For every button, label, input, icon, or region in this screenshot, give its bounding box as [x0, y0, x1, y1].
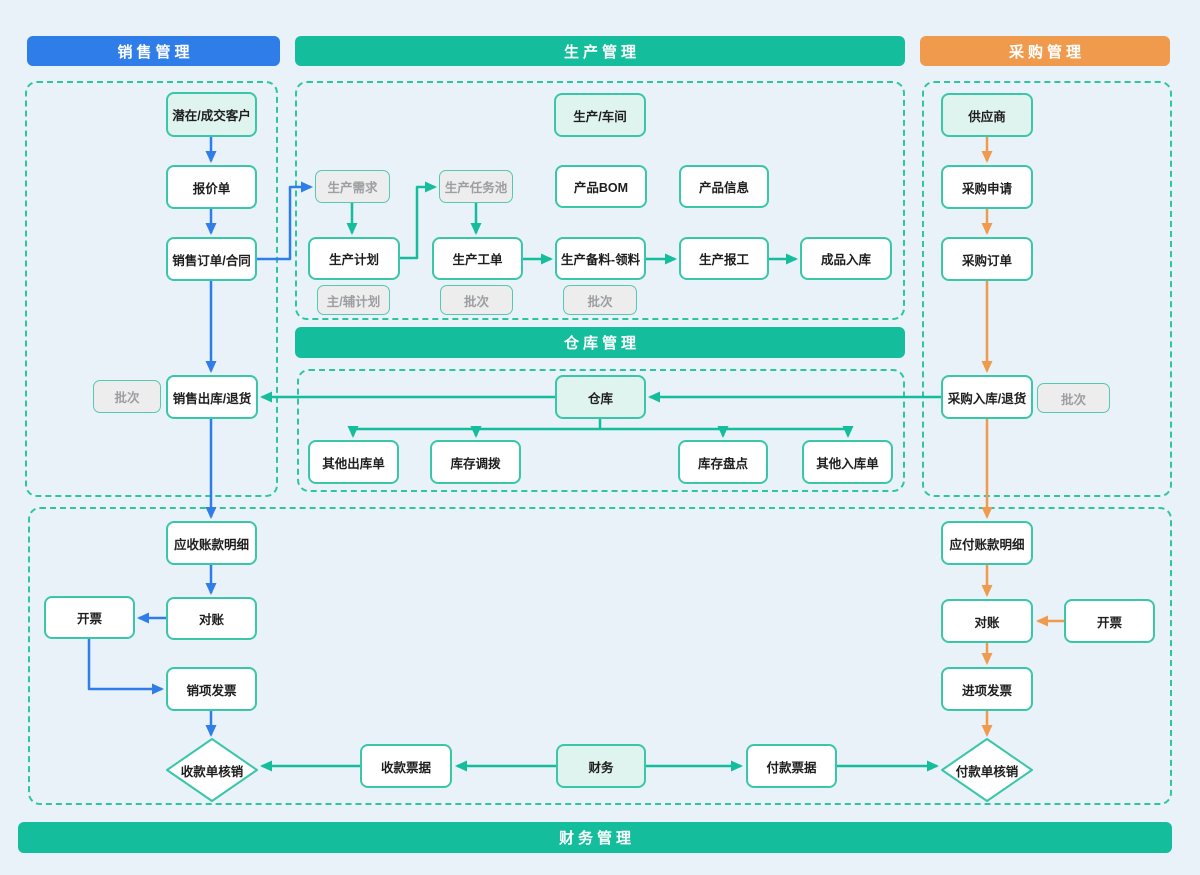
- node-inv-transfer: 库存调拨: [430, 440, 521, 484]
- node-label: 收款单核销: [180, 764, 244, 779]
- node-sales-order: 销售订单/合同: [166, 237, 257, 281]
- node-label: 付款单核销: [955, 764, 1019, 779]
- node-sales-out: 销售出库/退货: [166, 375, 258, 419]
- region-sales-area: [25, 81, 278, 497]
- node-ap-detail: 应付账款明细: [941, 521, 1033, 565]
- node-payment-verify: 付款单核销: [941, 738, 1033, 802]
- region-finance-area: [28, 507, 1172, 805]
- node-main-aux-plan: 主/辅计划: [317, 285, 390, 315]
- edge-sales-order-prod-demand: [257, 181, 313, 261]
- node-product-bom: 产品BOM: [555, 165, 647, 208]
- node-quote: 报价单: [166, 165, 257, 209]
- node-sales-invoice: 销项发票: [166, 667, 257, 711]
- region-procurement-area: [922, 81, 1172, 497]
- section-header-finance: 财务管理: [18, 822, 1172, 853]
- section-header-warehouse: 仓库管理: [295, 327, 905, 358]
- node-prod-plan: 生产计划: [308, 237, 400, 280]
- node-customer: 潜在/成交客户: [166, 92, 257, 137]
- node-finance-node: 财务: [556, 744, 646, 788]
- node-ar-detail: 应收账款明细: [166, 521, 257, 565]
- node-batch-sales: 批次: [93, 380, 161, 413]
- node-prod-report: 生产报工: [679, 237, 769, 280]
- node-warehouse-node: 仓库: [555, 375, 646, 419]
- node-purchase-order: 采购订单: [941, 237, 1033, 281]
- node-task-pool: 生产任务池: [439, 170, 513, 203]
- node-batch-wo: 批次: [440, 285, 513, 315]
- node-invoice-left: 开票: [44, 596, 135, 639]
- edge-prod-plan-task-pool: [400, 181, 437, 260]
- node-batch-pm: 批次: [563, 285, 637, 315]
- diamond-shape: [941, 738, 1033, 802]
- node-work-order: 生产工单: [432, 237, 523, 280]
- node-purchase-in: 采购入库/退货: [941, 375, 1033, 419]
- diamond-shape: [166, 738, 258, 802]
- node-inv-count: 库存盘点: [678, 440, 768, 484]
- node-receipt-doc: 收款票据: [360, 744, 452, 788]
- node-prod-demand: 生产需求: [315, 170, 390, 203]
- node-batch-purchase: 批次: [1037, 383, 1110, 413]
- region-warehouse-area: [297, 369, 905, 492]
- node-purchase-invoice: 进项发票: [941, 667, 1033, 711]
- section-header-sales: 销售管理: [27, 36, 280, 66]
- node-recon-left: 对账: [166, 597, 257, 640]
- node-product-info: 产品信息: [679, 165, 769, 208]
- node-supplier: 供应商: [941, 93, 1033, 137]
- section-header-procurement: 采购管理: [920, 36, 1170, 66]
- edge-invoice-left-sales-invoice: [87, 639, 164, 695]
- node-receipt-verify: 收款单核销: [166, 738, 258, 802]
- node-other-out: 其他出库单: [308, 440, 399, 484]
- region-production-area: [295, 81, 905, 320]
- section-header-production: 生产管理: [295, 36, 905, 66]
- node-payment-doc: 付款票据: [746, 744, 837, 788]
- node-other-in: 其他入库单: [802, 440, 893, 484]
- node-finished-in: 成品入库: [800, 237, 892, 280]
- node-invoice-right: 开票: [1064, 599, 1155, 643]
- node-recon-right: 对账: [941, 599, 1033, 643]
- node-workshop: 生产/车间: [554, 93, 646, 137]
- node-prod-material: 生产备料-领料: [555, 237, 646, 280]
- node-purchase-req: 采购申请: [941, 165, 1033, 209]
